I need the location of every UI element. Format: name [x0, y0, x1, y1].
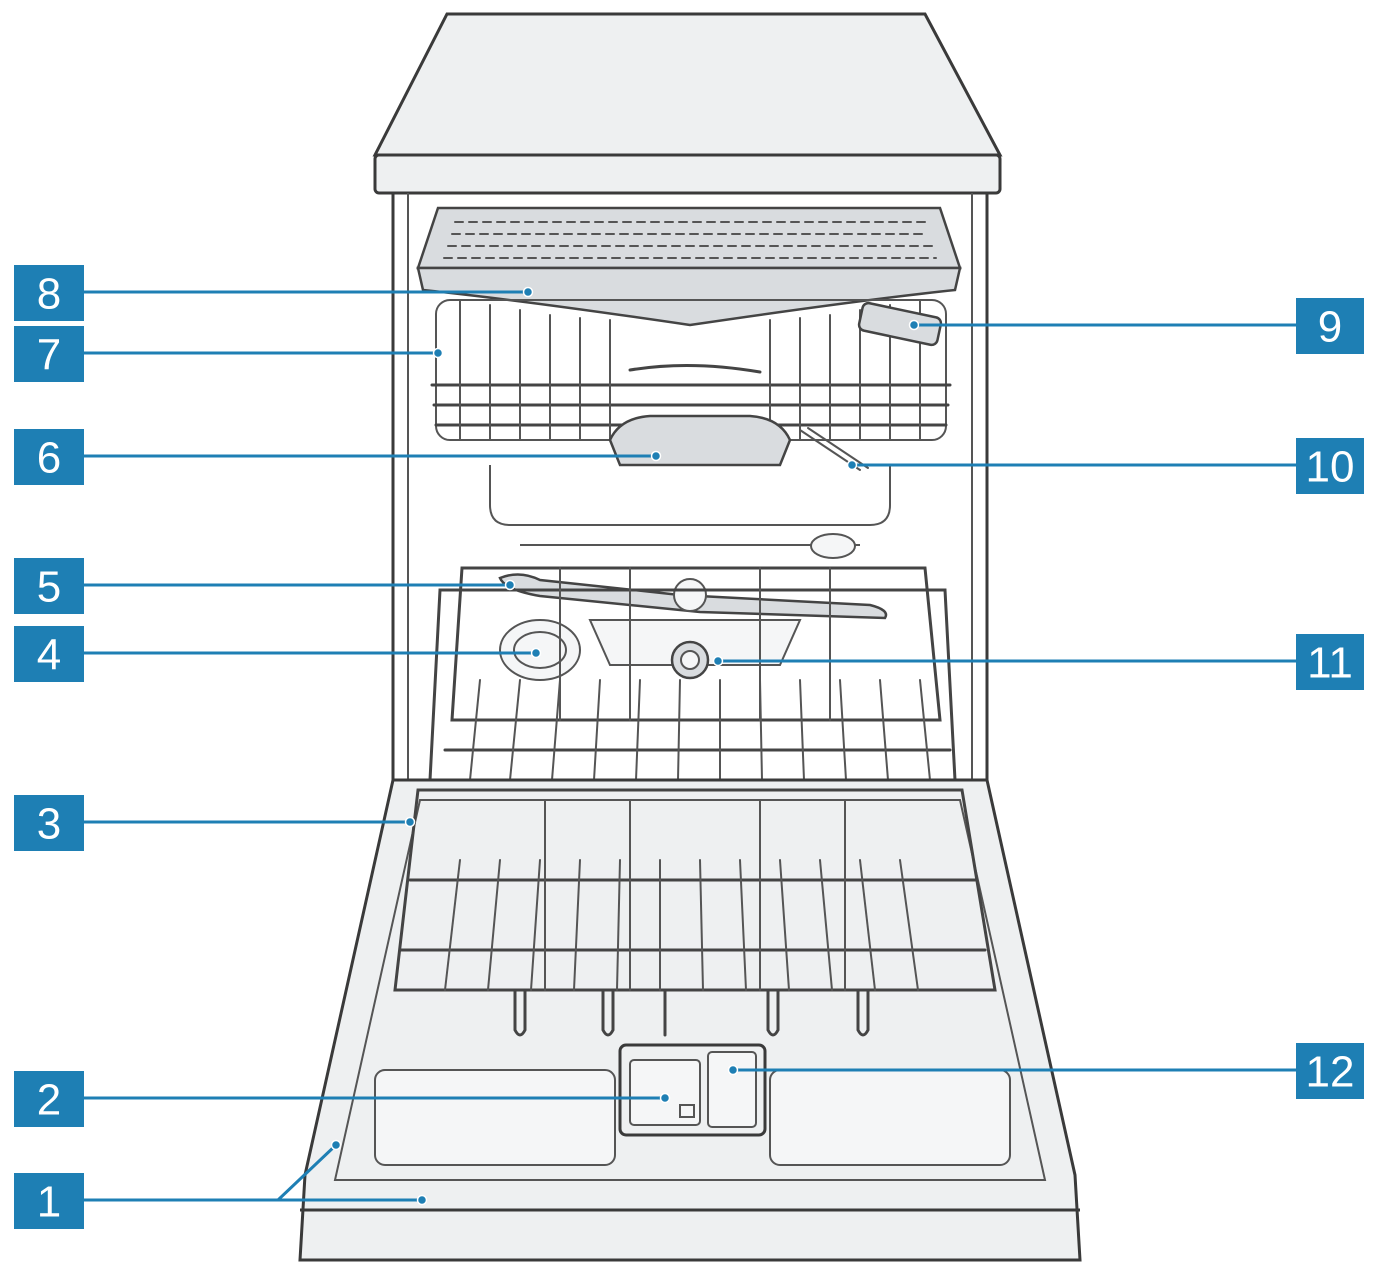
callout-label-9: 9	[1318, 303, 1342, 352]
callout-label-6: 6	[37, 434, 61, 483]
leader-point-2	[659, 1092, 671, 1104]
callout-badge-12: 12	[1296, 1043, 1364, 1099]
dishwasher-illustration	[298, 12, 1082, 1262]
callout-badge-7: 7	[14, 326, 84, 382]
callout-badge-3: 3	[14, 795, 84, 851]
leader-point-10	[846, 459, 858, 471]
callout-badge-9: 9	[1296, 298, 1364, 354]
callout-badge-1: 1	[14, 1173, 84, 1229]
leader-point-3	[404, 816, 416, 828]
leader-point-5	[504, 579, 516, 591]
leader-point-12	[727, 1064, 739, 1076]
callout-label-10: 10	[1306, 443, 1355, 492]
leader-line-1	[84, 1143, 338, 1202]
callout-label-7: 7	[37, 331, 61, 380]
callout-badge-4: 4	[14, 626, 84, 682]
callout-label-1: 1	[37, 1178, 61, 1227]
tub-floor-parts	[499, 619, 802, 681]
callout-badge-6: 6	[14, 429, 84, 485]
leader-point-6	[650, 450, 662, 462]
cutlery-drawer	[416, 206, 962, 327]
leader-point-1a	[330, 1139, 342, 1151]
worktop	[372, 12, 1003, 195]
callout-badge-2: 2	[14, 1071, 84, 1127]
upper-basket	[430, 299, 952, 441]
callout-badge-10: 10	[1296, 438, 1364, 494]
callout-label-2: 2	[37, 1076, 61, 1125]
lower-basket	[393, 788, 997, 1037]
leader-point-8	[522, 286, 534, 298]
leader-point-11	[712, 655, 724, 667]
door	[298, 778, 1082, 1262]
callout-badge-5: 5	[14, 558, 84, 614]
callout-label-5: 5	[37, 563, 61, 612]
callout-badge-8: 8	[14, 265, 84, 321]
leader-point-9	[908, 319, 920, 331]
callout-label-4: 4	[37, 631, 61, 680]
leader-point-7	[432, 347, 444, 359]
detergent-dispenser	[618, 1043, 767, 1137]
leader-point-4	[530, 647, 542, 659]
callout-badges: 8 7 6 5 4 3 2 1	[14, 265, 1364, 1229]
callout-label-3: 3	[37, 800, 61, 849]
leader-point-1b	[416, 1194, 428, 1206]
callout-badge-11: 11	[1296, 634, 1364, 690]
tub-back	[489, 465, 891, 559]
callout-label-8: 8	[37, 270, 61, 319]
leader-lines	[84, 286, 1296, 1206]
lower-spray-arm	[498, 573, 888, 620]
callout-label-12: 12	[1306, 1048, 1355, 1097]
callout-label-11: 11	[1307, 639, 1353, 688]
